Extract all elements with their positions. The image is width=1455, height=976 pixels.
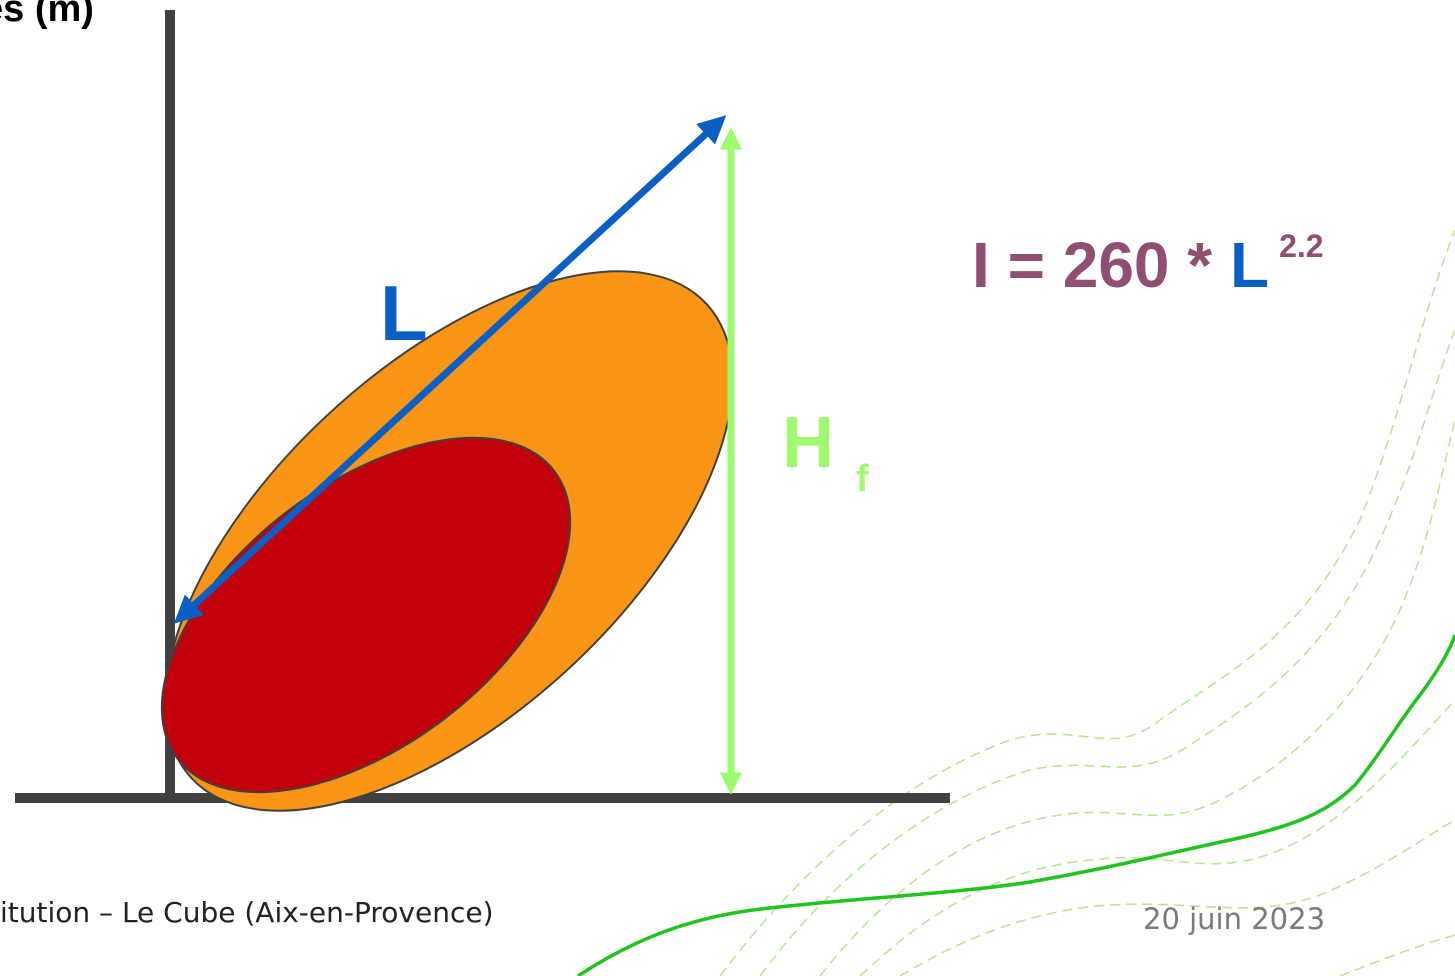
footer-date: 20 juin 2023 xyxy=(1143,902,1326,936)
formula-exponent: 2.2 xyxy=(1279,228,1324,264)
formula-prefix: I = 260 * xyxy=(972,229,1230,301)
contour-dashed-3 xyxy=(819,419,1455,976)
formula-variable: L xyxy=(1229,229,1270,301)
height-label-subscript: f xyxy=(856,458,869,500)
contour-dashed-5 xyxy=(899,819,1455,976)
contour-line xyxy=(577,634,1455,976)
contour-dashed-lines xyxy=(719,229,1455,976)
contour-dashed-2 xyxy=(759,329,1455,976)
contour-dashed-6 xyxy=(1339,934,1455,976)
length-label: L xyxy=(380,269,428,357)
height-label: H xyxy=(782,403,834,483)
contour-dashed-4 xyxy=(859,699,1455,976)
footer-venue: itution – Le Cube (Aix-en-Provence) xyxy=(0,896,494,929)
axis-title: es (m) xyxy=(0,0,94,30)
length-arrow xyxy=(173,115,727,624)
contour-dashed-1 xyxy=(719,229,1455,976)
